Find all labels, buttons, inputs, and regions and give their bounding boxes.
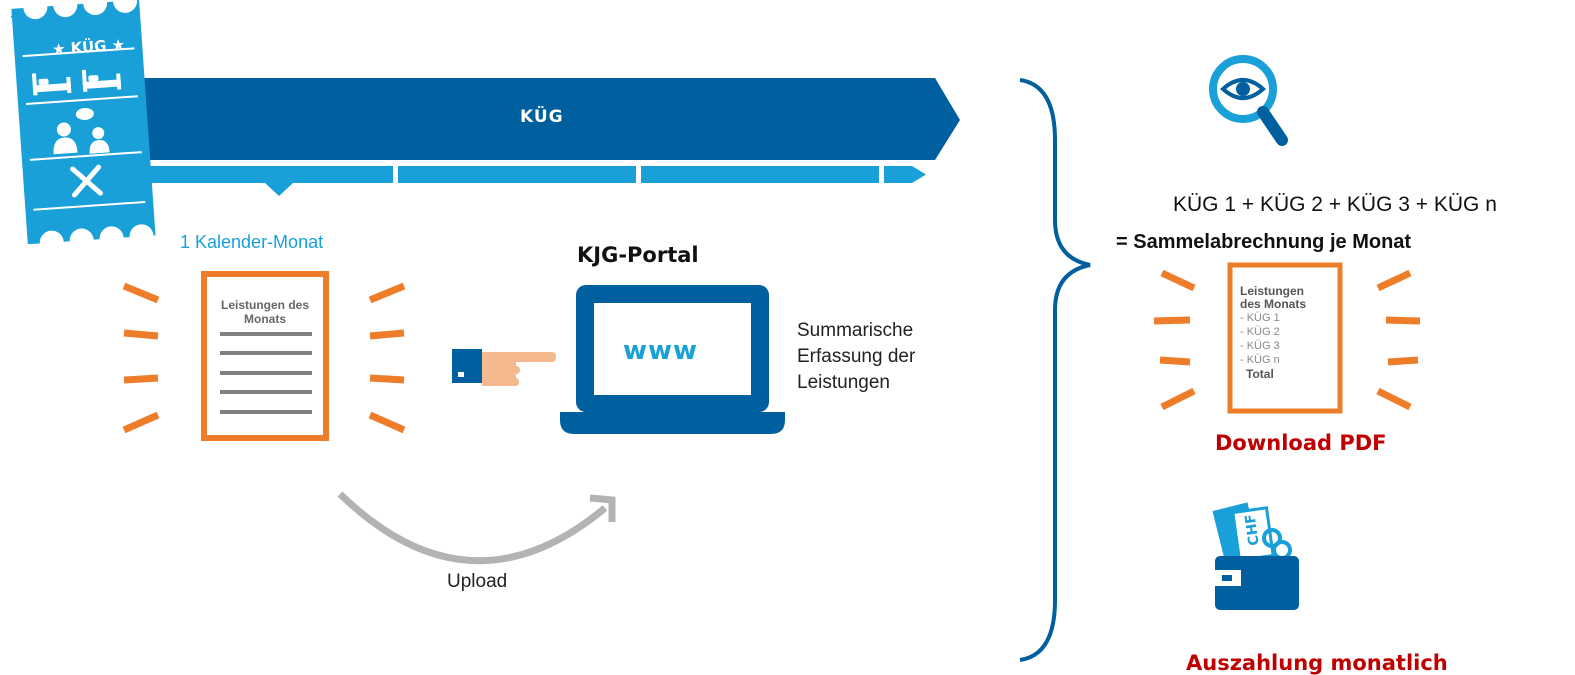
curly-brace (1019, 78, 1091, 662)
right-document-item: - KÜG n (1240, 354, 1280, 366)
arrow-label: KÜG (520, 107, 564, 127)
right-document-total: Total (1246, 367, 1274, 381)
right-document: Leistungen des Monats - KÜG 1 - KÜG 2 - … (1230, 265, 1340, 411)
right-document-frame (1227, 262, 1343, 414)
right-document-item: - KÜG 2 (1240, 326, 1280, 338)
month-segment-bar (150, 166, 926, 196)
payout-label: Auszahlung monatlich (1186, 651, 1448, 675)
right-document-title: Leistungen des Monats (1240, 284, 1307, 311)
left-document: Leistungen des Monats (204, 274, 326, 438)
laptop-icon (560, 285, 785, 434)
tools-icon (70, 164, 103, 198)
download-pdf-label[interactable]: Download PDF (1215, 431, 1387, 455)
right-doc-rays (1153, 269, 1421, 411)
left-document-title: Leistungen des Monats (220, 298, 309, 326)
people-icon (53, 107, 110, 155)
portal-title: KJG-Portal (577, 243, 699, 267)
month-label: 1 Kalender-Monat (180, 232, 324, 252)
portal-screen-text: www (623, 336, 699, 366)
ticket-icon (10, 0, 156, 255)
portal-caption: Summarische Erfassung der Leistungen (797, 320, 916, 393)
right-document-item: - KÜG 3 (1240, 340, 1280, 352)
svg-text:CHF: CHF (1242, 513, 1262, 546)
wallet-chf-icon: CHF (1212, 502, 1299, 610)
kug-main-arrow (130, 78, 960, 160)
formula-line-2: = Sammelabrechnung je Monat (1116, 231, 1412, 253)
left-document-lines (220, 332, 312, 414)
upload-arrow (337, 491, 616, 565)
bed-icon (31, 69, 122, 96)
left-doc-rays (122, 282, 406, 434)
pointing-hand-icon (452, 349, 556, 386)
magnifier-eye-icon (1209, 55, 1288, 146)
formula-line-1: KÜG 1 + KÜG 2 + KÜG 3 + KÜG n (1173, 193, 1497, 216)
right-document-item: - KÜG 1 (1240, 312, 1280, 324)
upload-label: Upload (447, 571, 508, 592)
